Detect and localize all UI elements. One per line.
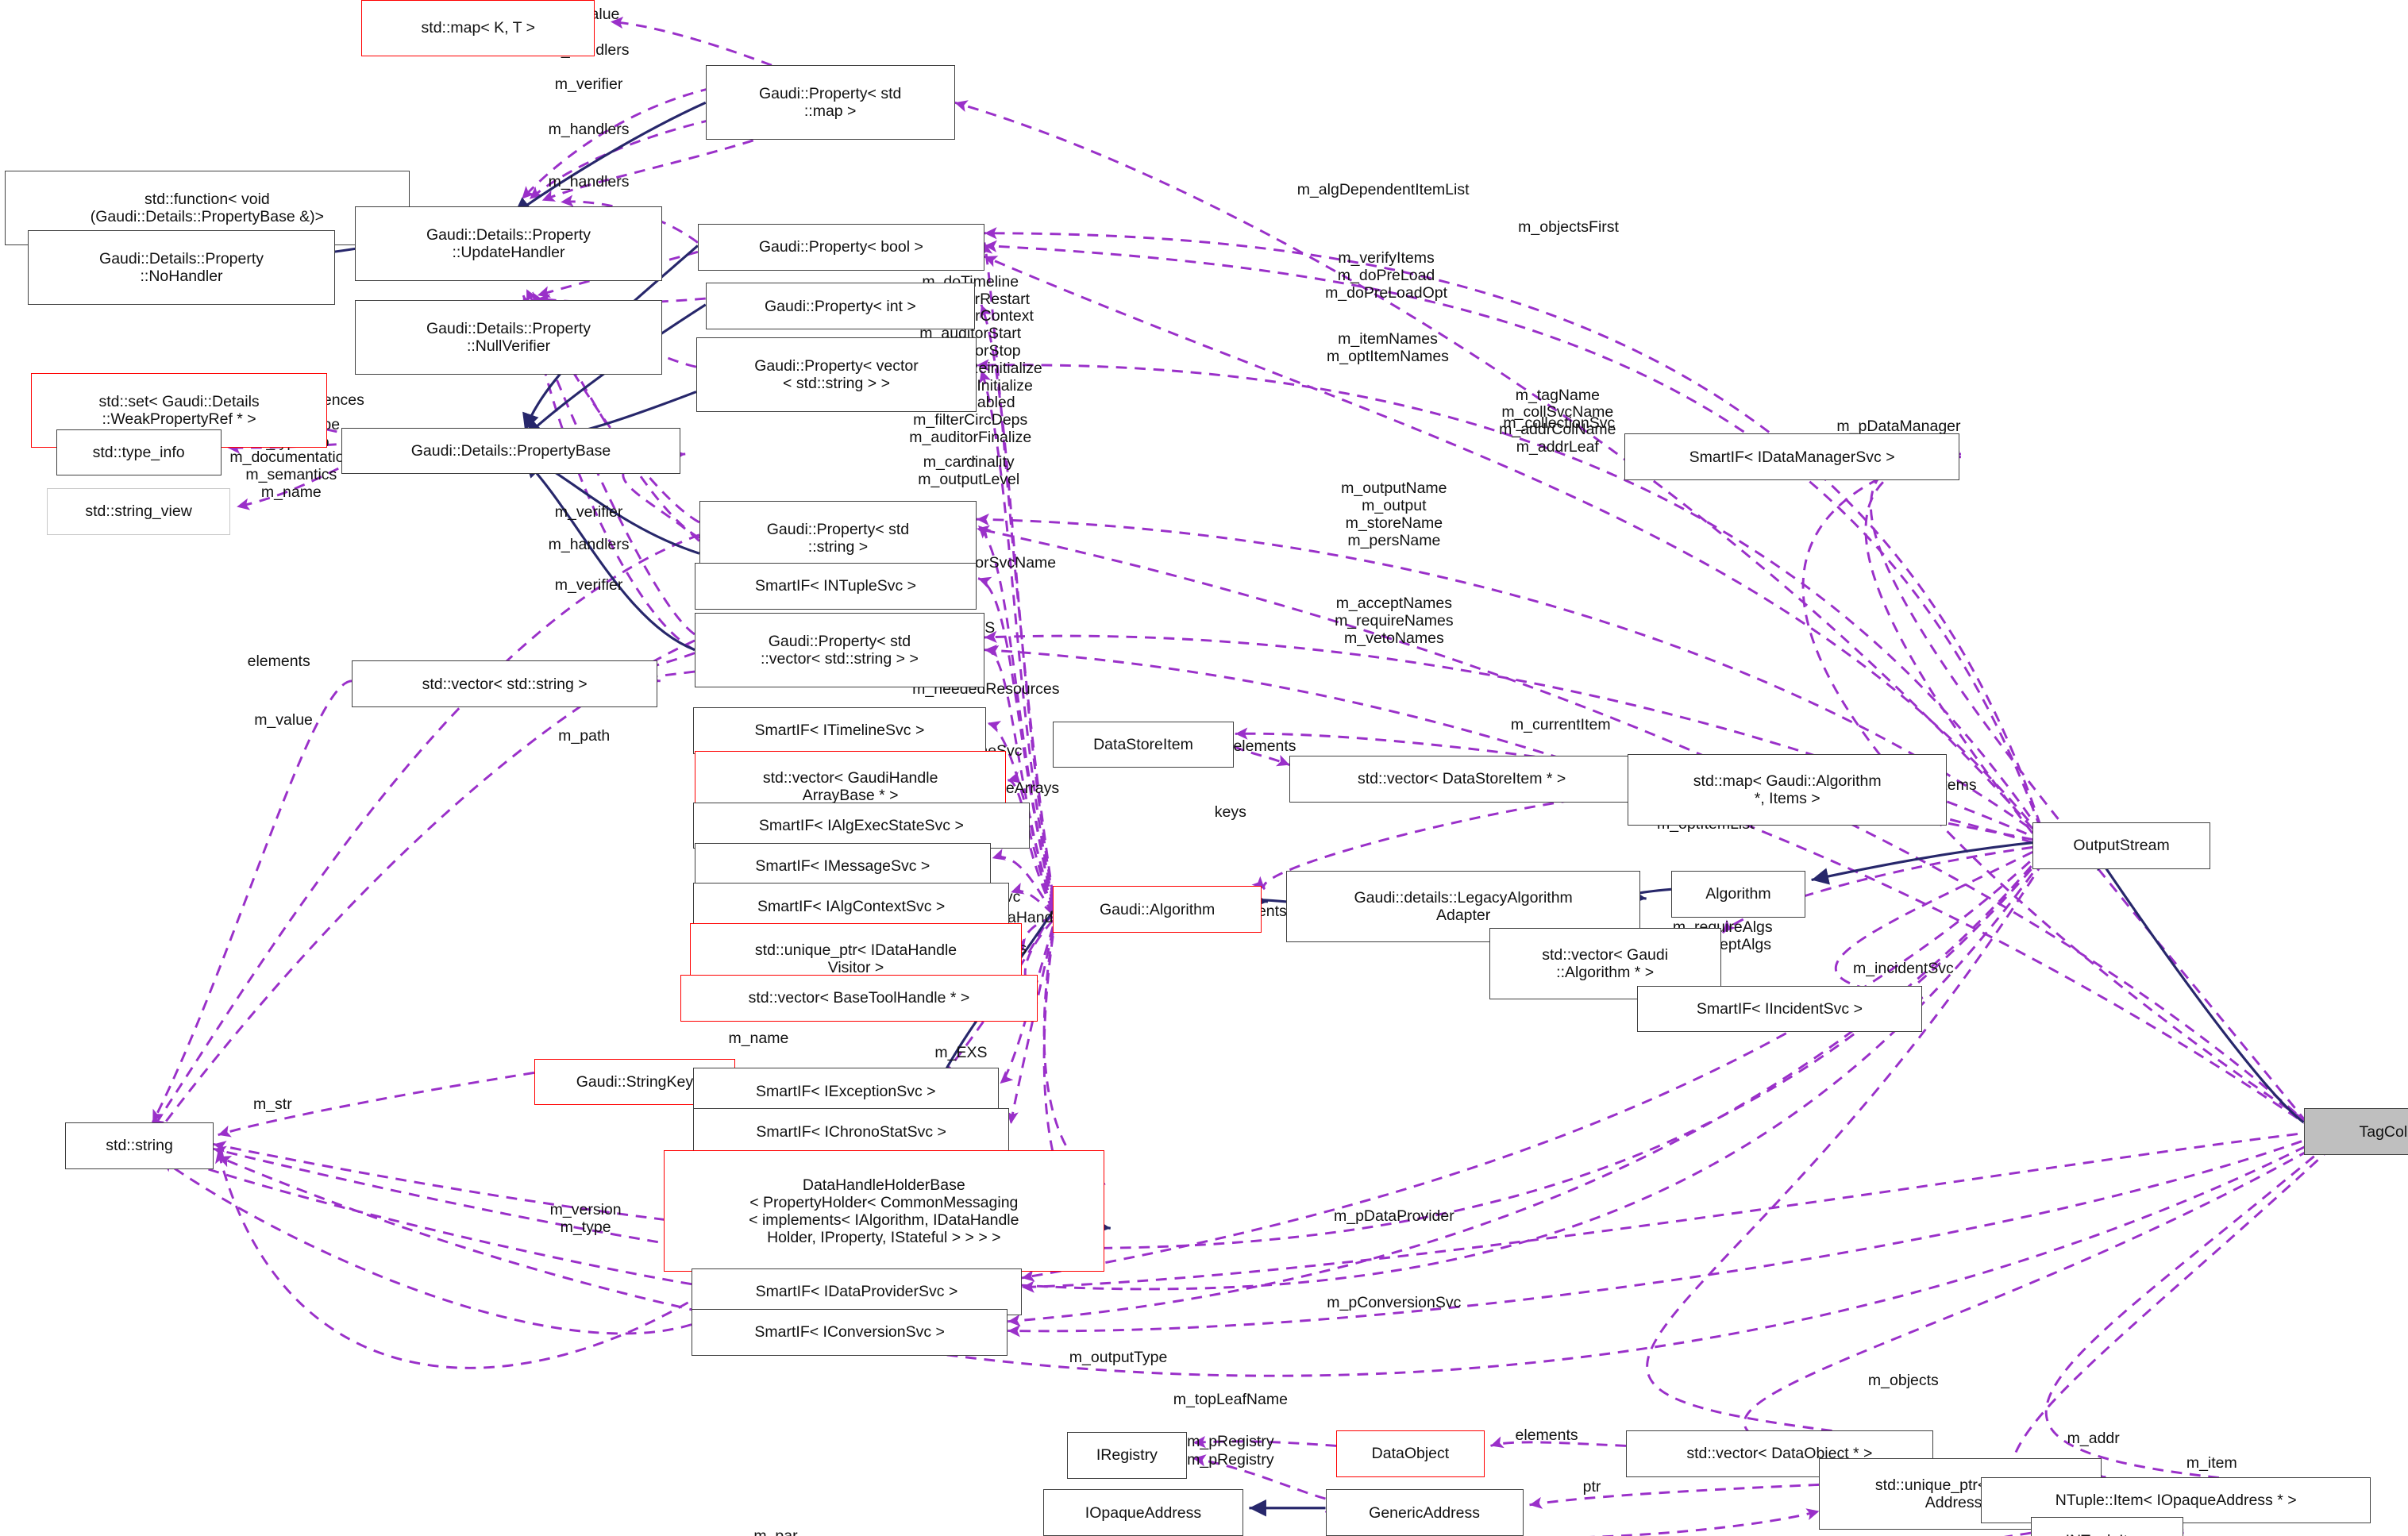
class-node-smartif-ialgexecstatesvc[interactable]: SmartIF< IAlgExecStateSvc > <box>693 802 1030 849</box>
class-node-std-string-view[interactable]: std::string_view <box>46 487 231 535</box>
edge-label-m-outputType: m_outputType <box>1069 1348 1168 1366</box>
edge-label-m-value-str: m_value <box>254 710 313 729</box>
class-node-smartif-intuplesvc[interactable]: SmartIF< INTupleSvc > <box>694 562 977 610</box>
class-node-prop-string[interactable]: Gaudi::Property< std ::string > <box>699 500 977 576</box>
edge-label-m-tagName: m_tagName m_collSvcName m_addrColName m_… <box>1499 386 1616 456</box>
edge-label-ptr: ptr <box>1582 1477 1601 1496</box>
class-node-prop-std-vec-string[interactable]: Gaudi::Property< std ::vector< std::stri… <box>694 612 984 687</box>
edge-label-m-verifyItems: m_verifyItems m_doPreLoad m_doPreLoadOpt <box>1325 249 1447 302</box>
edge-label-m-verifier-4: m_verifier <box>554 502 623 521</box>
class-node-smartif-idatamanagersvc[interactable]: SmartIF< IDataManagerSvc > <box>1624 433 1959 481</box>
class-node-datastoreitem[interactable]: DataStoreItem <box>1053 721 1234 768</box>
class-node-outputstream[interactable]: OutputStream <box>2032 822 2210 869</box>
edge-label-m-name: m_name <box>728 1030 789 1048</box>
class-node-smartif-itimelinesvc[interactable]: SmartIF< ITimelineSvc > <box>693 707 986 754</box>
class-node-map-gaudi-algorithm-items[interactable]: std::map< Gaudi::Algorithm *, Items > <box>1628 753 1948 826</box>
edge-label-m-algDependentItemList: m_algDependentItemList <box>1296 181 1470 199</box>
class-node-smartif-idataprovidersvc[interactable]: SmartIF< IDataProviderSvc > <box>692 1268 1022 1315</box>
class-node-gd-updatehandler[interactable]: Gaudi::Details::Property ::UpdateHandler <box>355 206 662 282</box>
class-node-prop-bool[interactable]: Gaudi::Property< bool > <box>697 224 984 271</box>
class-node-std-map-KT[interactable]: std::map< K, T > <box>361 0 595 56</box>
edge-label-m-path: m_path <box>558 726 611 745</box>
class-node-algorithm[interactable]: Algorithm <box>1671 870 1805 918</box>
class-node-datahandleholderbase[interactable]: DataHandleHolderBase < PropertyHolder< C… <box>663 1150 1104 1272</box>
edge-label-m-str: m_str <box>252 1095 292 1113</box>
edge-label-m-EXS: m_EXS <box>934 1044 988 1062</box>
edge-label-m-collectionSvc: m_collectionSvc <box>1503 414 1616 432</box>
edge-label-m-itemNames: m_itemNames m_optItemNames <box>1327 330 1449 365</box>
edge-label-m-handlers-3: m_handlers <box>548 173 630 191</box>
class-node-prop-vec-string[interactable]: Gaudi::Property< vector < std::string > … <box>695 337 977 412</box>
edge-label-m-topLeafName: m_topLeafName <box>1173 1390 1288 1408</box>
class-node-smartif-iincidentsvc[interactable]: SmartIF< IIncidentSvc > <box>1636 985 1922 1033</box>
edge-label-m-verifier-5: m_verifier <box>554 576 623 594</box>
edge-label-m-objectsFirst: m_objectsFirst <box>1518 218 1619 237</box>
edge-label-m-cardinality: m_cardinality m_outputLevel <box>918 452 1020 488</box>
edge-label-m-incidentSvc: m_incidentSvc <box>1852 960 1954 978</box>
edge-label-m-pConversionSvc: m_pConversionSvc <box>1327 1294 1462 1312</box>
class-node-gaudi-algorithm[interactable]: Gaudi::Algorithm <box>1053 886 1262 934</box>
edge-label-m-verifier-1: m_verifier <box>554 75 623 93</box>
class-node-std-vector-string[interactable]: std::vector< std::string > <box>352 660 657 708</box>
class-node-smartif-ialgcontextsvc[interactable]: SmartIF< IAlgContextSvc > <box>693 883 1010 930</box>
edge-label-elements-dsi: elements <box>1233 737 1296 756</box>
class-node-vec-gaudi-algorithm[interactable]: std::vector< Gaudi ::Algorithm * > <box>1489 928 1721 1000</box>
edge-label-m-handlers-6: m_handlers <box>548 535 630 553</box>
class-node-tagcollectionstream[interactable]: TagCollectionStream <box>2303 1108 2408 1156</box>
edge-label-m-item: m_item <box>2186 1454 2237 1472</box>
class-node-smartif-imessagesvc[interactable]: SmartIF< IMessageSvc > <box>694 842 991 890</box>
edge-label-m-pDataProvider: m_pDataProvider <box>1333 1207 1454 1225</box>
edge-label-m-pRegistry-1: m_pRegistry <box>1187 1432 1274 1450</box>
edge-label-m-version: m_version m_type <box>549 1200 622 1236</box>
edge-label-m-pRegistry-2: m_pRegistry <box>1187 1451 1274 1469</box>
edge-label-m-documentation: m_documentation m_semantics m_name <box>229 448 353 501</box>
edge-label-m-addr: m_addr <box>2067 1429 2120 1447</box>
class-node-iopaqueaddress[interactable]: IOpaqueAddress <box>1043 1489 1243 1536</box>
edge-label-m-pDataManager: m_pDataManager <box>1836 417 1961 435</box>
class-node-dataobject[interactable]: DataObject <box>1336 1430 1485 1477</box>
class-node-std-type-info[interactable]: std::type_info <box>56 429 222 476</box>
class-node-prop-int[interactable]: Gaudi::Property< int > <box>705 283 976 330</box>
class-node-vec-basetoolhandle[interactable]: std::vector< BaseToolHandle * > <box>680 974 1038 1022</box>
class-node-gd-nohandler[interactable]: Gaudi::Details::Property ::NoHandler <box>28 229 335 305</box>
edge-label-m-acceptNames: m_acceptNames m_requireNames m_vetoNames <box>1335 595 1454 647</box>
class-node-smartif-ichronostatsvc[interactable]: SmartIF< IChronoStatSvc > <box>693 1108 1010 1156</box>
edge-label-m-par: m_par <box>753 1527 797 1536</box>
class-node-intupleitem[interactable]: INTupleItem <box>2031 1517 2184 1536</box>
edge-label-m-objects: m_objects <box>1867 1372 1939 1390</box>
class-node-std-string[interactable]: std::string <box>65 1122 214 1169</box>
edge-label-m-currentItem: m_currentItem <box>1510 715 1611 733</box>
class-node-smartif-iconversionsvc[interactable]: SmartIF< IConversionSvc > <box>692 1309 1008 1356</box>
edge-label-elements-vecstr: elements <box>247 652 310 670</box>
class-node-genericaddress[interactable]: GenericAddress <box>1325 1489 1524 1536</box>
class-node-prop-map[interactable]: Gaudi::Property< std ::map > <box>705 65 955 141</box>
class-node-ntuple-item-iopaque[interactable]: NTuple::Item< IOpaqueAddress * > <box>1981 1476 2371 1524</box>
class-node-iregistry[interactable]: IRegistry <box>1066 1431 1187 1479</box>
class-node-gd-nullverifier[interactable]: Gaudi::Details::Property ::NullVerifier <box>355 299 662 375</box>
class-node-smartif-iexceptionsvc[interactable]: SmartIF< IExceptionSvc > <box>693 1068 999 1115</box>
edge-label-m-outputName: m_outputName m_output m_storeName m_pers… <box>1341 479 1447 549</box>
edge-label-elements-do: elements <box>1515 1426 1578 1444</box>
edge-label-m-handlers-2: m_handlers <box>548 120 630 138</box>
class-node-vec-datastoreitem[interactable]: std::vector< DataStoreItem * > <box>1289 755 1634 803</box>
class-node-gd-propertybase[interactable]: Gaudi::Details::PropertyBase <box>341 427 681 475</box>
edge-label-keys: keys <box>1214 803 1246 821</box>
